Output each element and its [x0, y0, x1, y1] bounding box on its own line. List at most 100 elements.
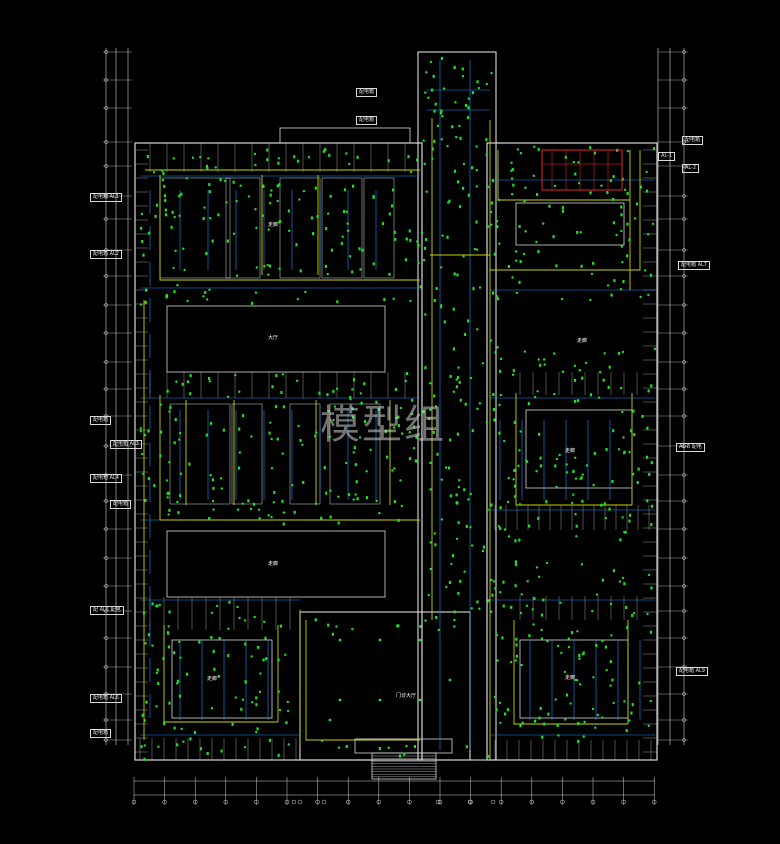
light-fixture	[545, 561, 549, 565]
light-fixture	[394, 387, 397, 391]
light-fixture	[560, 651, 563, 655]
light-fixture	[328, 153, 331, 157]
light-fixture	[177, 511, 180, 515]
light-fixture	[424, 91, 427, 94]
light-fixture	[239, 184, 242, 187]
light-fixture	[304, 290, 307, 294]
light-fixture	[475, 145, 478, 148]
light-fixture	[619, 288, 623, 291]
lighting-circuit	[305, 620, 420, 741]
light-fixture	[476, 407, 479, 411]
light-fixture	[386, 455, 389, 459]
light-fixture	[497, 198, 501, 202]
room-label: 门诊大厅	[396, 693, 417, 699]
light-fixture	[577, 722, 580, 726]
light-fixture	[454, 101, 457, 104]
light-fixture	[445, 585, 448, 589]
light-fixture	[179, 656, 182, 660]
light-fixture	[572, 493, 575, 496]
light-fixture	[625, 606, 628, 610]
light-fixture	[144, 300, 147, 304]
light-fixture	[139, 303, 143, 306]
light-fixture	[430, 88, 434, 92]
light-fixture	[565, 463, 568, 466]
light-fixture	[439, 304, 443, 307]
wall	[486, 142, 658, 761]
light-fixture	[143, 744, 146, 747]
light-fixture	[465, 745, 468, 749]
light-fixture	[538, 716, 541, 720]
light-fixture	[449, 374, 452, 378]
light-fixture	[139, 427, 143, 430]
light-fixture	[601, 578, 604, 582]
light-fixture	[329, 194, 332, 198]
light-fixture	[577, 739, 580, 743]
light-fixture	[205, 433, 208, 437]
light-fixture	[202, 217, 205, 221]
light-fixture	[506, 500, 510, 504]
light-fixture	[622, 436, 625, 439]
light-fixture	[596, 713, 600, 717]
light-fixture	[241, 698, 245, 701]
light-fixture	[235, 274, 239, 277]
light-fixture	[358, 436, 362, 439]
light-fixture	[284, 653, 287, 657]
light-fixture	[182, 247, 185, 250]
light-fixture	[293, 155, 296, 159]
light-fixture	[278, 267, 281, 270]
light-fixture	[173, 441, 176, 445]
light-fixture	[210, 707, 214, 710]
panel-tag-left: 配电箱 AL1	[90, 193, 122, 202]
light-fixture	[487, 599, 490, 603]
light-fixture	[623, 700, 626, 703]
light-fixture	[467, 193, 470, 197]
light-fixture	[414, 459, 417, 463]
light-fixture	[635, 202, 639, 206]
light-fixture	[277, 690, 281, 693]
light-fixture	[570, 631, 574, 635]
light-fixture	[543, 363, 546, 366]
light-fixture	[250, 435, 253, 438]
light-fixture	[424, 238, 428, 242]
light-fixture	[338, 698, 342, 702]
light-fixture	[199, 747, 203, 751]
light-fixture	[558, 453, 561, 457]
light-fixture	[613, 279, 616, 283]
light-fixture	[424, 313, 427, 316]
light-fixture	[541, 735, 544, 739]
light-fixture	[502, 604, 505, 608]
light-fixture	[584, 361, 588, 365]
light-fixture	[429, 60, 433, 64]
light-fixture	[152, 171, 156, 174]
light-fixture	[459, 136, 462, 140]
light-fixture	[168, 410, 171, 413]
light-fixture	[632, 472, 635, 476]
light-fixture	[424, 246, 427, 250]
light-fixture	[490, 610, 493, 613]
light-fixture	[638, 681, 641, 685]
light-fixture	[463, 332, 467, 336]
light-fixture	[622, 280, 625, 284]
light-fixture	[440, 478, 443, 481]
light-fixture	[324, 148, 327, 152]
light-fixture	[146, 155, 149, 159]
light-fixture	[463, 570, 466, 573]
light-fixture	[372, 195, 375, 199]
light-fixture	[298, 198, 301, 201]
light-fixture	[537, 250, 540, 254]
light-fixture	[499, 357, 503, 361]
light-fixture	[526, 460, 529, 463]
light-fixture	[296, 159, 300, 163]
light-fixture	[515, 643, 518, 647]
light-fixture	[161, 178, 165, 182]
light-fixture	[485, 82, 489, 86]
light-fixture	[496, 346, 499, 349]
light-fixture	[517, 464, 520, 468]
light-fixture	[164, 208, 167, 212]
light-fixture	[160, 169, 164, 172]
light-fixture	[532, 145, 536, 148]
light-fixture	[577, 161, 580, 164]
light-fixture	[170, 225, 173, 229]
light-fixture	[447, 466, 451, 470]
wall	[525, 409, 633, 489]
